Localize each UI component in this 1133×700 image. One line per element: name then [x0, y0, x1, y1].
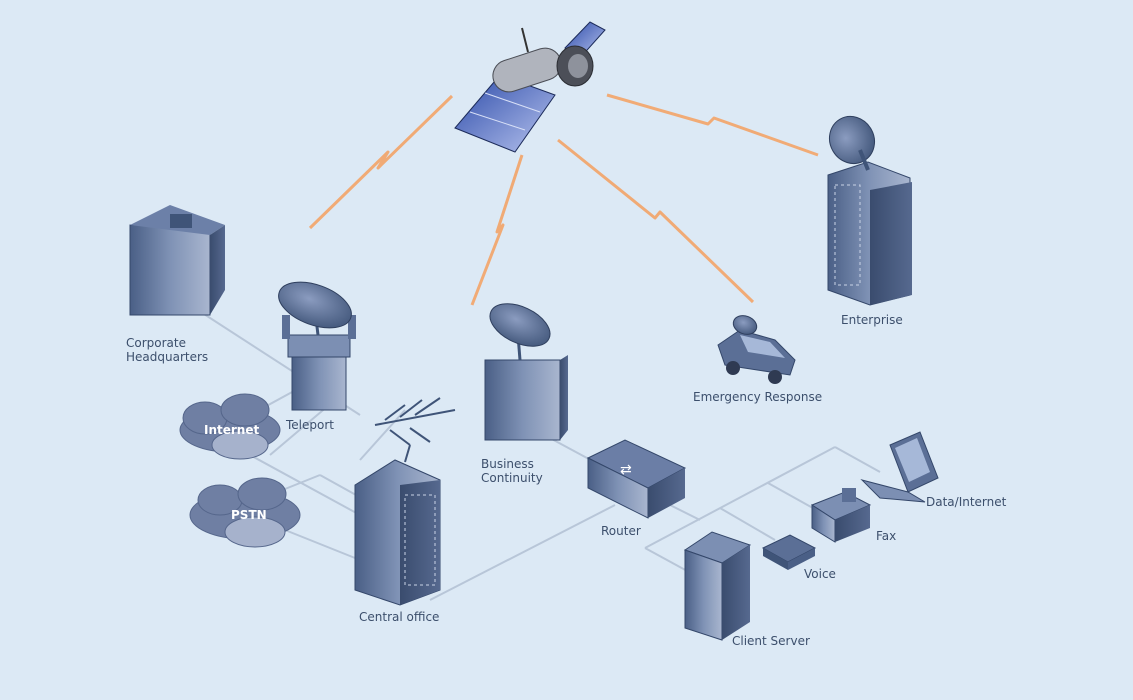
link-internet-central — [249, 454, 361, 516]
cloud-icon — [179, 393, 281, 460]
beam-teleport — [308, 94, 454, 230]
svg-text:⇄: ⇄ — [620, 462, 632, 478]
wireless-beams — [308, 93, 819, 306]
satellite-dish-icon — [278, 281, 356, 411]
beam-enterprise — [606, 93, 819, 157]
beam-business — [470, 154, 524, 306]
label-pstn: PSTN — [231, 508, 267, 522]
laptop-icon — [860, 431, 939, 503]
label-fax: Fax — [876, 529, 897, 543]
antenna-icon — [374, 397, 456, 463]
link-central-router — [429, 504, 616, 601]
link-bus-voice — [719, 507, 776, 541]
label-voice: Voice — [804, 567, 836, 581]
label-enterprise: Enterprise — [841, 313, 903, 327]
car-icon — [717, 315, 796, 384]
phone-icon — [761, 534, 817, 570]
label-business-continuity: Business Continuity — [481, 457, 543, 485]
office-building-icon — [827, 115, 912, 306]
beam-emergency — [557, 138, 755, 304]
link-antenna — [359, 409, 406, 461]
label-corporate-headquarters: Corporate Headquarters — [126, 336, 209, 364]
link-bus-laptop — [834, 446, 881, 473]
link-bus-fax — [767, 482, 821, 513]
label-internet: Internet — [204, 423, 260, 437]
router-icon: ⇄ — [586, 439, 687, 519]
office-building-icon — [354, 459, 441, 606]
label-client-server: Client Server — [732, 634, 810, 648]
satellite-dish-icon — [484, 303, 568, 441]
label-data-internet: Data/Internet — [926, 495, 1007, 509]
label-router: Router — [601, 524, 641, 538]
label-central-office: Central office — [359, 610, 440, 624]
fax-icon — [810, 488, 872, 543]
server-icon — [683, 531, 752, 641]
label-teleport: Teleport — [286, 418, 334, 432]
label-emergency-response: Emergency Response — [693, 390, 823, 404]
link-bus-main — [644, 446, 836, 549]
office-building-icon — [129, 205, 225, 316]
cloud-icon — [189, 477, 301, 548]
satellite-icon — [454, 21, 606, 153]
link-router-bus — [669, 504, 701, 521]
link-pstn-central-2 — [284, 529, 361, 561]
